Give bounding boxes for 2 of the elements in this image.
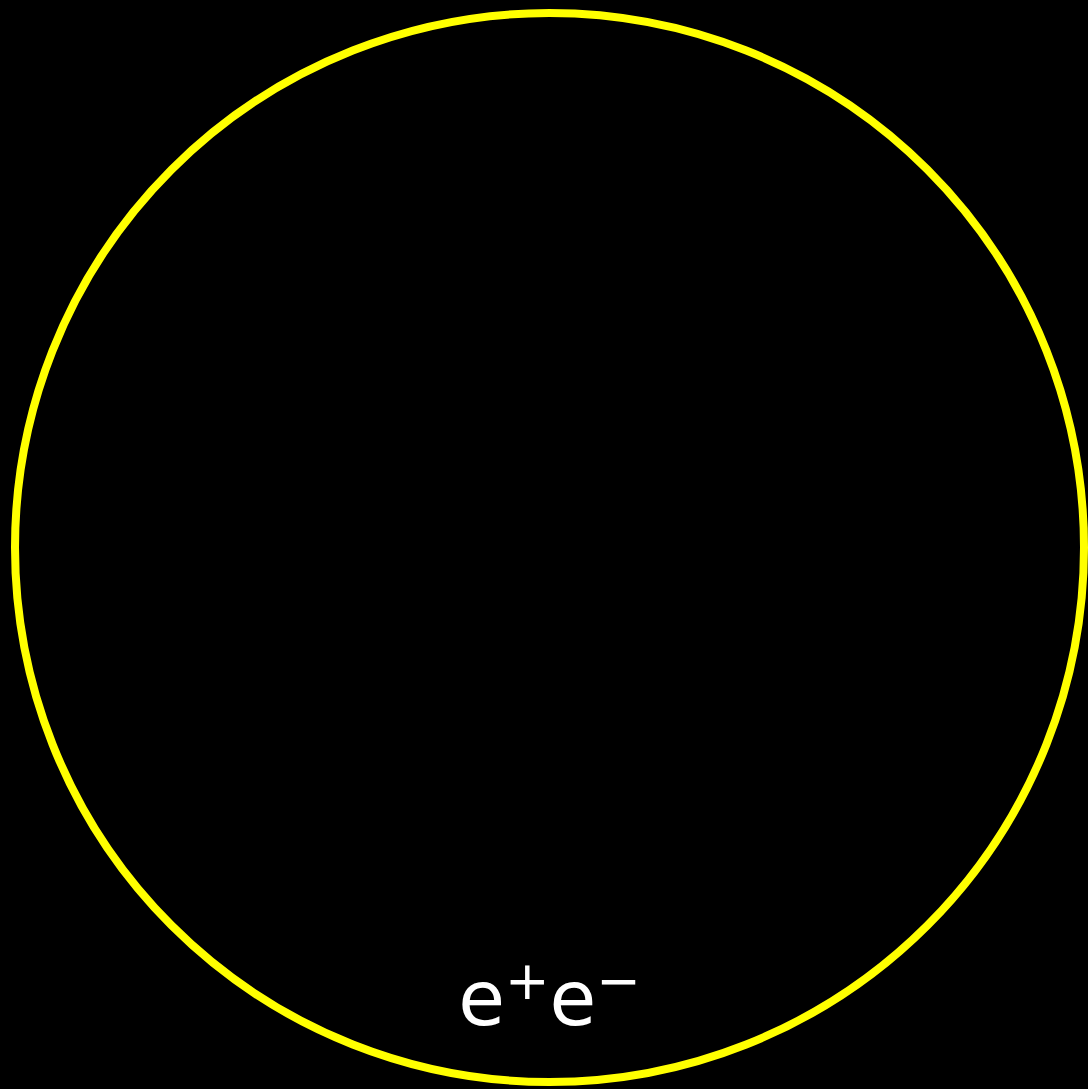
ring [11,9,1088,1086]
beam-label: e$^{+}$e$^{−}$ [458,955,641,1038]
